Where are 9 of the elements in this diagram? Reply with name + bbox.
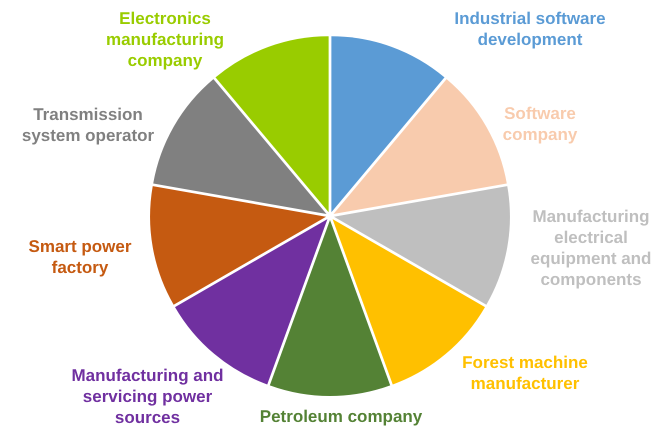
slice-label: Software company [502, 104, 578, 144]
slice-label: Petroleum company [260, 407, 422, 426]
slice-label: Electronics manufacturing company [106, 9, 224, 70]
slice-label: Forest machine manufacturer [462, 353, 588, 393]
slice-label: Transmission system operator [22, 105, 154, 145]
slice-label: Smart power factory [28, 237, 132, 277]
slice-label: Manufacturing electrical equipment and components [530, 207, 652, 289]
slice-label: Manufacturing and servicing power sources [71, 366, 224, 427]
slice-label: Industrial software development [454, 9, 606, 49]
